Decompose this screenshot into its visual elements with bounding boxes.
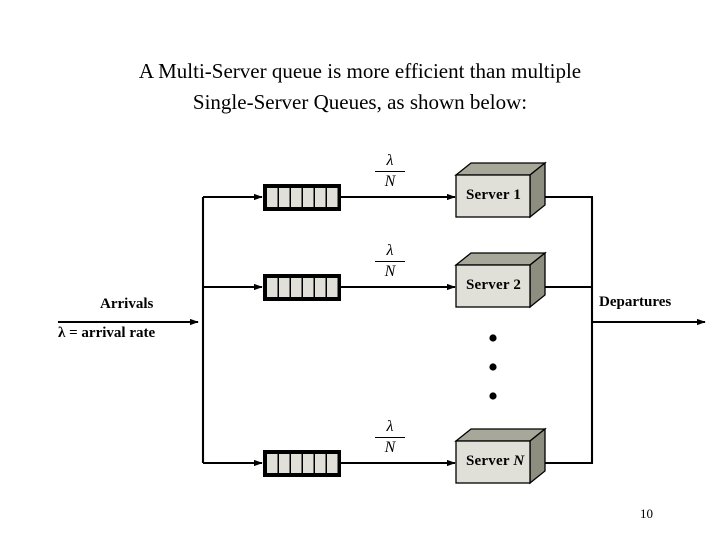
- queue-cell: [279, 188, 290, 207]
- split-denominator-1: N: [384, 172, 396, 190]
- server-n-word: Server: [466, 453, 510, 469]
- queue-cell: [279, 278, 290, 297]
- queue-cell: [327, 188, 338, 207]
- ellipsis-dot: [489, 363, 497, 371]
- arrival-rate-label: λ = arrival rate: [58, 325, 156, 341]
- queue-cell: [267, 188, 278, 207]
- queue-cell: [291, 454, 302, 473]
- queue-cell: [315, 188, 326, 207]
- server-2-front-face: [455, 264, 531, 308]
- queue-cell: [315, 454, 326, 473]
- queue-cell: [291, 278, 302, 297]
- queue-row-1: [263, 161, 593, 219]
- server-2-label: Server 2: [466, 277, 521, 294]
- fraction-bar-n: [375, 436, 405, 438]
- ellipsis-dot: [489, 334, 497, 342]
- vertical-ellipsis: [489, 334, 497, 400]
- server-1-front-face: [455, 174, 531, 218]
- queue-cell: [327, 454, 338, 473]
- queue-cell: [291, 188, 302, 207]
- server-1-word: Server: [466, 187, 510, 203]
- queue-row-2: [263, 251, 593, 309]
- page-title: A Multi-Server queue is more efficient t…: [138, 59, 582, 114]
- queue-cell: [279, 454, 290, 473]
- split-rate-fraction-n: λ N: [373, 418, 407, 457]
- queue-cell: [315, 278, 326, 297]
- server-2-index: 2: [513, 277, 522, 293]
- queue-cell: [267, 278, 278, 297]
- queue-n-cells: [267, 454, 338, 473]
- right-bus-group: [590, 197, 706, 463]
- ellipsis-dot: [489, 392, 497, 400]
- split-numerator-1: λ: [386, 152, 394, 169]
- queue-1-cells: [267, 188, 338, 207]
- server-1-index: 1: [513, 187, 522, 203]
- split-rate-fraction-1: λ N: [373, 152, 407, 191]
- server-n-index: N: [513, 453, 525, 469]
- fraction-bar-1: [375, 170, 405, 172]
- server-1-box: [454, 161, 547, 219]
- split-denominator-2: N: [384, 262, 396, 280]
- queue-cell: [303, 188, 314, 207]
- queue-cell: [327, 278, 338, 297]
- departures-label: Departures: [599, 294, 672, 310]
- queue-row-n: [263, 427, 593, 485]
- server-n-box: [454, 427, 547, 485]
- queue-2-cells: [267, 278, 338, 297]
- queue-cell: [303, 454, 314, 473]
- server-2-word: Server: [466, 277, 510, 293]
- page-number: 10: [640, 506, 653, 521]
- fraction-bar-2: [375, 260, 405, 262]
- queue-cell: [303, 278, 314, 297]
- split-rate-fraction-2: λ N: [373, 242, 407, 281]
- split-numerator-2: λ: [386, 242, 394, 259]
- server-n-front-face: [455, 440, 531, 484]
- left-bus-group: [201, 193, 263, 467]
- split-denominator-n: N: [384, 438, 396, 456]
- split-numerator-n: λ: [386, 418, 394, 435]
- server-1-label: Server 1: [466, 187, 521, 204]
- queue-cell: [267, 454, 278, 473]
- server-n-label: Server N: [466, 453, 524, 470]
- server-2-box: [454, 251, 547, 309]
- arrivals-label: Arrivals: [100, 296, 154, 312]
